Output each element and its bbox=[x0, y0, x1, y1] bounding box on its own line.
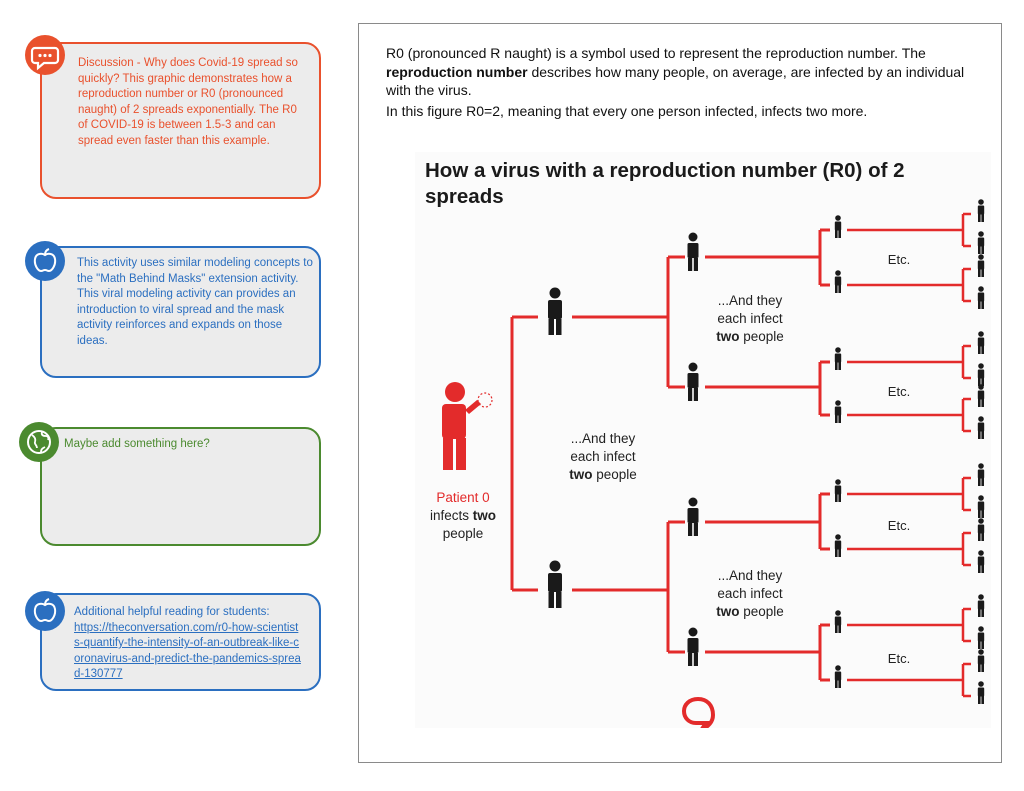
gen4-person bbox=[977, 681, 985, 704]
gen4-person bbox=[977, 550, 985, 573]
gen4-connector bbox=[847, 531, 971, 567]
gen3-connector-3 bbox=[705, 492, 830, 551]
gen4-person bbox=[977, 254, 985, 277]
gen4-person bbox=[977, 626, 985, 649]
gen4-person bbox=[977, 384, 985, 407]
gen2-person-1 bbox=[687, 232, 699, 271]
placeholder-card: Maybe add something here? bbox=[40, 427, 321, 546]
gen1-connector bbox=[510, 315, 538, 592]
gen1-person-top bbox=[548, 287, 562, 335]
gen3-connector-1 bbox=[705, 228, 830, 287]
reading-intro: Additional helpful reading for students: bbox=[74, 606, 270, 618]
gen3-person bbox=[834, 270, 842, 293]
activity-card: This activity uses similar modeling conc… bbox=[40, 246, 321, 378]
etc-label: Etc. bbox=[888, 518, 910, 533]
gen4-person bbox=[977, 363, 985, 386]
gen3-connector-4 bbox=[705, 623, 830, 682]
etc-label: Etc. bbox=[888, 651, 910, 666]
gen1-caption-line1: ...And they bbox=[571, 431, 636, 446]
etc-label: Etc. bbox=[888, 252, 910, 267]
gen2b-caption-line3: two people bbox=[716, 604, 784, 619]
gen2b-caption-line2: each infect bbox=[717, 586, 783, 601]
infographic-title: How a virus with a reproduction number (… bbox=[425, 159, 905, 208]
gen4-person bbox=[977, 518, 985, 541]
gen2b-caption-line1: ...And they bbox=[718, 568, 783, 583]
gen2-person-3 bbox=[687, 497, 699, 536]
gen4-person bbox=[977, 286, 985, 309]
discussion-text: Discussion - Why does Covid-19 spread so… bbox=[78, 57, 298, 147]
reading-link[interactable]: https://theconversation.com/r0-how-scien… bbox=[74, 621, 301, 681]
patient-zero-people: people bbox=[443, 526, 484, 541]
gen4-connector bbox=[847, 212, 971, 248]
reading-text: Additional helpful reading for students:… bbox=[74, 605, 302, 683]
gen4-person bbox=[977, 495, 985, 518]
gen2-connector-top bbox=[572, 255, 685, 389]
gen4-connector bbox=[847, 344, 971, 380]
patient-zero-label: Patient 0 bbox=[436, 490, 489, 505]
gen1-caption-line3: two people bbox=[569, 467, 637, 482]
gen3-person bbox=[834, 215, 842, 238]
gen4-person bbox=[977, 416, 985, 439]
gen2-caption-line3: two people bbox=[716, 329, 784, 344]
gen3-person bbox=[834, 347, 842, 370]
apple-icon bbox=[24, 240, 66, 282]
activity-text: This activity uses similar modeling conc… bbox=[77, 257, 313, 347]
gen4-person bbox=[977, 331, 985, 354]
gen2-caption-line1: ...And they bbox=[718, 293, 783, 308]
gen4-connector bbox=[847, 662, 971, 698]
gen3-connector-2 bbox=[705, 360, 830, 417]
r0-description: R0 (pronounced R naught) is a symbol use… bbox=[386, 44, 986, 120]
gen3-person bbox=[834, 479, 842, 502]
description-paragraph-1: R0 (pronounced R naught) is a symbol use… bbox=[386, 44, 986, 100]
speech-bubble-icon bbox=[24, 34, 66, 76]
etc-label: Etc. bbox=[888, 384, 910, 399]
reading-card: Additional helpful reading for students:… bbox=[40, 593, 321, 691]
apple-icon bbox=[24, 590, 66, 632]
gen4-connector bbox=[847, 397, 971, 433]
gen4-person bbox=[977, 463, 985, 486]
gen4-person bbox=[977, 649, 985, 672]
discussion-card: Discussion - Why does Covid-19 spread so… bbox=[40, 42, 321, 199]
gen2-person-2 bbox=[687, 362, 699, 401]
patient-zero-figure bbox=[442, 382, 493, 470]
gen2-person-4 bbox=[687, 627, 699, 666]
r0-infographic: How a virus with a reproduction number (… bbox=[415, 152, 991, 728]
gen2-caption-line2: each infect bbox=[717, 311, 783, 326]
gen4-person bbox=[977, 594, 985, 617]
gen3-person bbox=[834, 610, 842, 633]
gen4-connector bbox=[847, 607, 971, 643]
gen4-connector bbox=[847, 476, 971, 512]
gen3-person bbox=[834, 665, 842, 688]
gen1-person-bottom bbox=[548, 560, 562, 608]
gen3-person bbox=[834, 534, 842, 557]
gen3-person bbox=[834, 400, 842, 423]
description-paragraph-2: In this figure R0=2, meaning that every … bbox=[386, 102, 868, 119]
description-bold-term: reproduction number bbox=[386, 63, 528, 80]
gen2-connector-bottom bbox=[572, 520, 685, 654]
placeholder-text: Maybe add something here? bbox=[64, 438, 210, 450]
quote-logo-icon bbox=[681, 696, 716, 728]
patient-zero-infects: infects two bbox=[430, 508, 496, 523]
description-text-a: R0 (pronounced R naught) is a symbol use… bbox=[386, 45, 926, 61]
spread-tree-diagram: Patient 0 infects two people ...And they… bbox=[430, 199, 985, 728]
description-text-b: describes how many people, on average, a… bbox=[386, 63, 965, 99]
gen1-caption-line2: each infect bbox=[570, 449, 636, 464]
gen4-person bbox=[977, 231, 985, 254]
globe-icon bbox=[18, 421, 60, 463]
gen4-connector bbox=[847, 267, 971, 303]
